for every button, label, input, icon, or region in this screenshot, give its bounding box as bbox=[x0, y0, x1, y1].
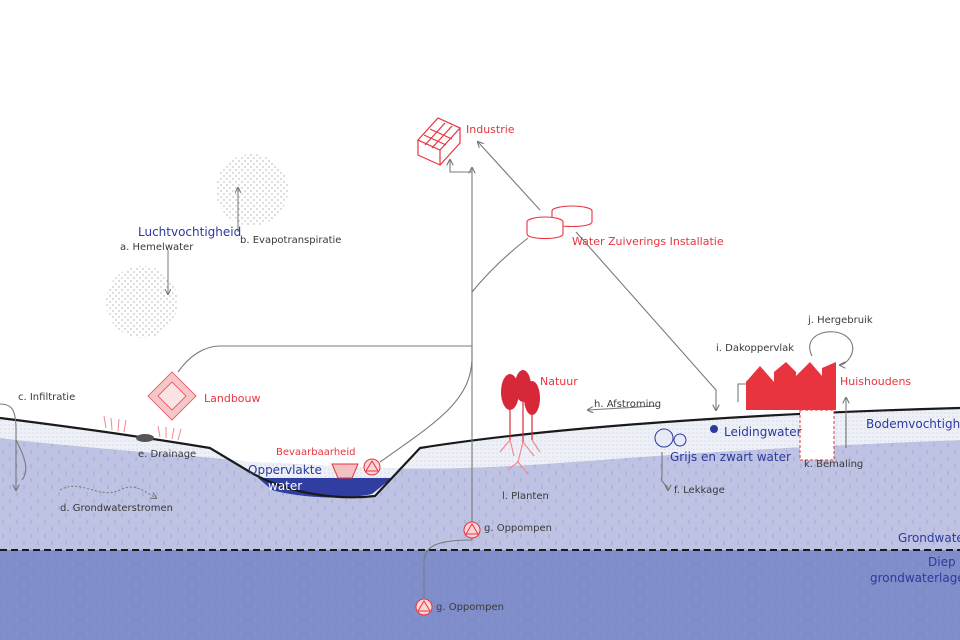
cloud-upper bbox=[216, 154, 288, 226]
label-landbouw: Landbouw bbox=[204, 392, 261, 405]
ground-surface-line bbox=[0, 406, 960, 499]
boat-icon bbox=[331, 463, 359, 479]
label-hemelwater: a. Hemelwater bbox=[120, 242, 194, 253]
crops-icon bbox=[103, 415, 182, 441]
label-wzi: Water Zuiverings Installatie bbox=[572, 235, 724, 248]
label-bemaling: k. Bemaling bbox=[804, 459, 864, 470]
label-lekkage: f. Lekkage bbox=[674, 485, 725, 496]
wzi-icon bbox=[526, 205, 593, 240]
landbouw-icon bbox=[147, 371, 197, 421]
label-industrie: Industrie bbox=[466, 123, 515, 136]
surface-water-body bbox=[258, 478, 392, 498]
label-dakoppervlak: i. Dakoppervlak bbox=[716, 343, 795, 354]
drainage-pipe-icon bbox=[136, 434, 154, 442]
label-afstroming: h. Afstroming bbox=[594, 399, 662, 410]
tapwater-dot-icon bbox=[710, 425, 718, 433]
label-diep: Diep bbox=[928, 555, 956, 569]
label-grondwater: Grondwater bbox=[898, 531, 960, 545]
label-leidingwater: Leidingwater bbox=[724, 425, 802, 439]
label-grondwaterlagen: grondwaterlagen bbox=[870, 571, 960, 585]
industry-icon bbox=[417, 117, 461, 166]
label-grondwaterstromen: d. Grondwaterstromen bbox=[60, 503, 174, 514]
label-water: water bbox=[268, 479, 303, 493]
label-evapotranspiratie: b. Evapotranspiratie bbox=[240, 235, 342, 246]
households-icon bbox=[746, 362, 836, 410]
greywater-tank-icon bbox=[654, 428, 674, 448]
pump-icon-groundwater bbox=[463, 521, 481, 539]
label-oppompen-deep: g. Oppompen bbox=[436, 602, 504, 613]
pump-icon-deep bbox=[415, 598, 433, 616]
pump-icon-bevaarbaarheid bbox=[363, 458, 381, 476]
label-huishoudens: Huishoudens bbox=[840, 375, 912, 388]
label-hergebruik: j. Hergebruik bbox=[808, 315, 873, 326]
trees-icon bbox=[501, 370, 540, 442]
label-planten: l. Planten bbox=[502, 491, 549, 502]
label-luchtvochtigheid: Luchtvochtigheid bbox=[138, 225, 242, 239]
label-oppompen-groundwater: g. Oppompen bbox=[484, 523, 552, 534]
roots-icon bbox=[499, 439, 541, 475]
label-drainage: e. Drainage bbox=[138, 449, 197, 460]
label-natuur: Natuur bbox=[540, 375, 578, 388]
cloud-lower bbox=[106, 266, 178, 338]
label-bevaarbaarheid: Bevaarbaarheid bbox=[276, 447, 356, 458]
label-infiltratie: c. Infiltratie bbox=[18, 392, 76, 403]
label-bodemvochtigheid: Bodemvochtigheid bbox=[866, 417, 960, 431]
bemaling-well bbox=[799, 409, 835, 461]
label-grijs-zwart-water: Grijs en zwart water bbox=[670, 450, 791, 464]
label-oppervlakte: Oppervlakte bbox=[248, 463, 322, 477]
